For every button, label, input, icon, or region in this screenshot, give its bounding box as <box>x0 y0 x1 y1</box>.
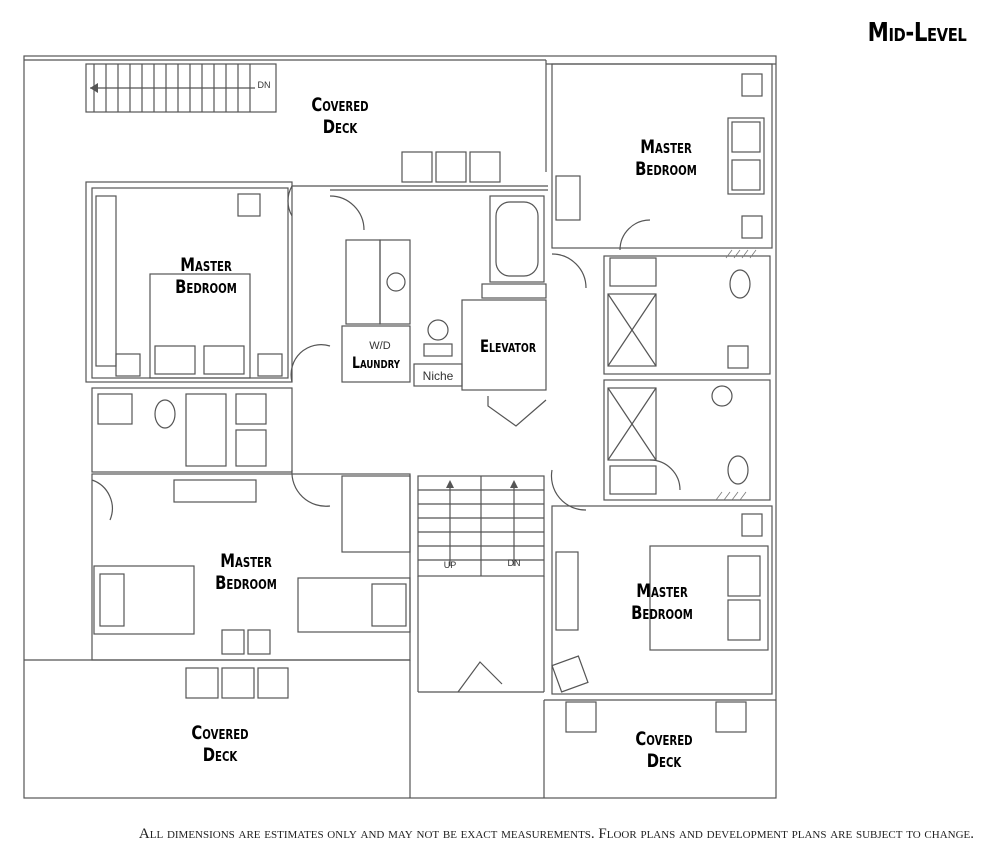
deck-chairs-bottom-left <box>185 667 289 699</box>
disclaimer-text: All dimensions are estimates only and ma… <box>138 826 974 842</box>
laundry-room <box>341 325 411 383</box>
right-top-bath <box>603 255 771 375</box>
top-left-bed <box>149 273 251 379</box>
page-title: Mid-Level <box>867 18 966 48</box>
label-niche: Niche <box>422 369 454 383</box>
left-bath <box>91 387 293 473</box>
deck-chairs-bottom-right <box>565 701 747 733</box>
label-laundry: Laundry <box>352 353 400 372</box>
deck-chairs-top <box>401 151 501 183</box>
label-stairs-top-dn: DN <box>257 80 271 90</box>
outer-deck-boundary <box>23 55 777 799</box>
label-stairs-dn: DN <box>507 558 521 568</box>
label-stairs-up: UP <box>443 560 457 570</box>
label-elevator: Elevator <box>479 337 537 357</box>
right-top-bedroom <box>551 63 773 249</box>
elevator-shaft <box>461 299 547 391</box>
right-bottom-bath <box>603 379 771 501</box>
interior-left-block <box>85 181 293 383</box>
top-deck-stairs <box>85 63 277 113</box>
right-bottom-bedroom <box>551 505 773 695</box>
label-wd: W/D <box>369 340 391 352</box>
center-tub <box>489 195 545 283</box>
